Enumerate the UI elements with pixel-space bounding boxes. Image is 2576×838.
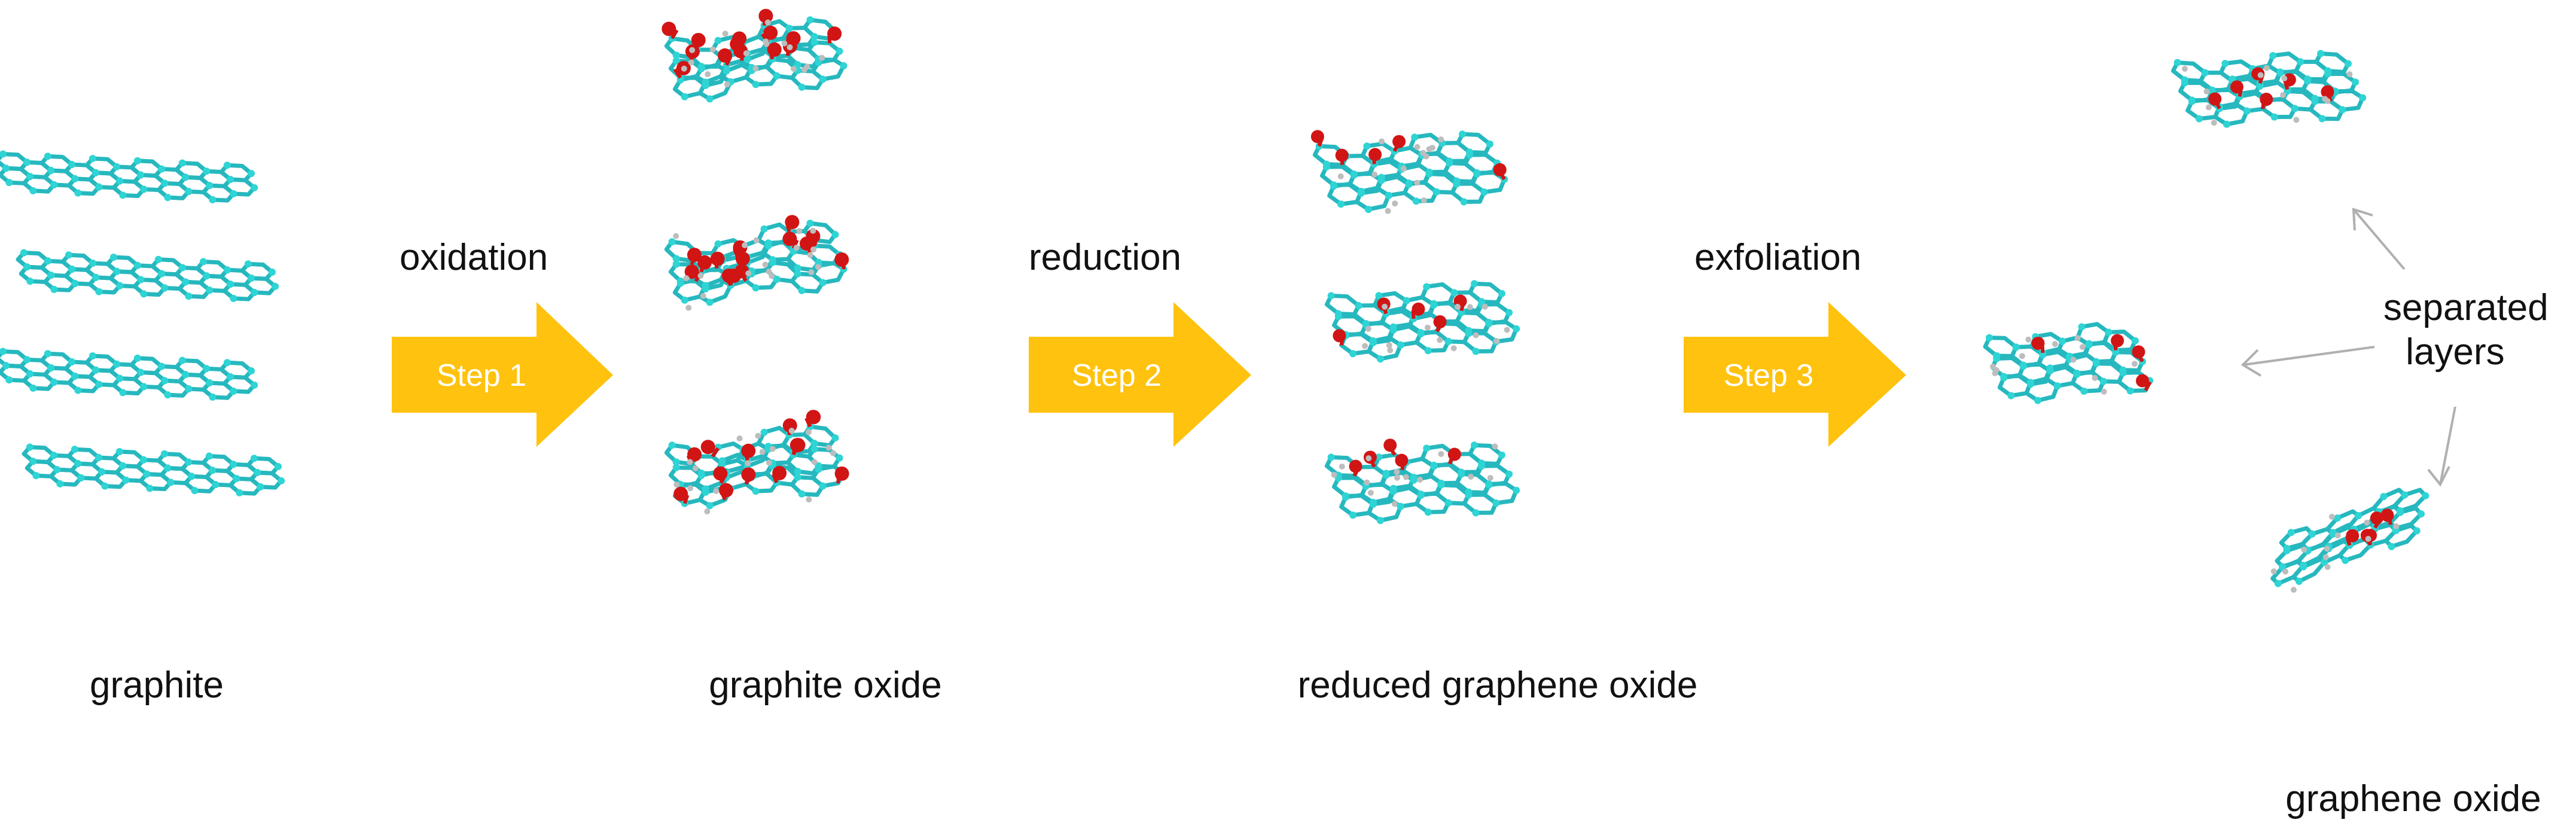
right-arrow-icon (1029, 302, 1251, 447)
step-2-label: Step 2 (1072, 358, 1162, 393)
pointer-arrow-icon (2427, 406, 2456, 487)
step-3-label: Step 3 (1724, 358, 1813, 393)
graphite-label: graphite (89, 665, 224, 706)
exfoliation-label: exfoliation (1694, 237, 1862, 278)
separated-word: separated (2383, 287, 2548, 328)
reduction-label: reduction (1029, 237, 1182, 278)
oxidized-sheet-icon (2270, 487, 2429, 593)
step-arrow-1: Step 1 (392, 302, 613, 447)
layers-word: layers (2406, 331, 2505, 373)
graphene-sheet-icon (0, 348, 258, 401)
oxidized-sheet-icon (1324, 438, 1520, 525)
pointer-arrow-icon (2352, 208, 2406, 270)
reduced-graphene-oxide-label: reduced graphene oxide (1297, 665, 1698, 706)
pointer-arrow-icon (2240, 346, 2375, 377)
step-arrow-2: Step 2 (1029, 302, 1251, 447)
oxidized-sheet-icon (1324, 280, 1520, 363)
oxidized-sheet-icon (1983, 322, 2154, 404)
graphene-sheet-icon (0, 150, 258, 203)
pointer-arrows (2240, 208, 2456, 487)
oxidized-sheet-icon (1310, 130, 1508, 214)
graphene-sheet-icon (16, 249, 279, 302)
step-1-label: Step 1 (437, 358, 526, 393)
graphene-oxide-label: graphene oxide (2285, 778, 2541, 819)
graphite-oxide-label: graphite oxide (709, 665, 942, 706)
right-arrow-icon (1684, 302, 1906, 447)
oxidation-label: oxidation (400, 237, 548, 278)
oxidized-sheet-icon (664, 410, 849, 515)
graphene-sheet-icon (22, 443, 285, 496)
oxidized-sheet-icon (664, 215, 849, 311)
molecule-layer (0, 8, 2429, 593)
separated-layers-label: separated layers (2383, 286, 2548, 374)
right-arrow-icon (392, 302, 613, 447)
oxidized-sheet-icon (2170, 50, 2367, 128)
step-arrow-3: Step 3 (1684, 302, 1906, 447)
oxidized-sheet-icon (661, 8, 848, 103)
